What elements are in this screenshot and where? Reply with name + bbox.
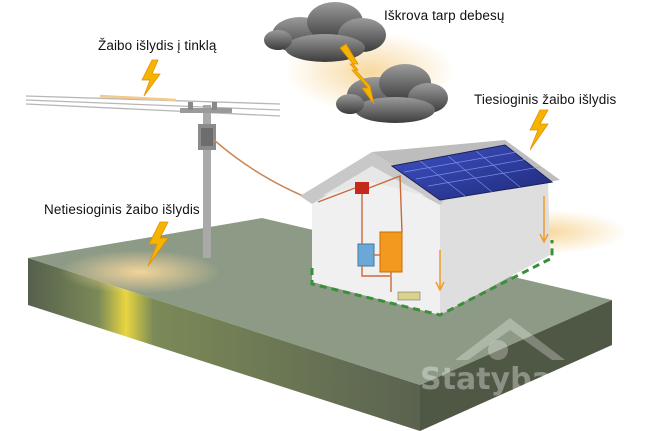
solar-panel-icon <box>390 144 554 201</box>
indirect-strike-glow <box>60 250 220 294</box>
cloud-icon <box>264 2 386 62</box>
lightning-bolt-icon <box>147 221 169 267</box>
indirect-strike-label: Netiesioginis žaibo išlydis <box>44 202 200 217</box>
watermark-logo <box>455 318 565 360</box>
direct-strike-label: Tiesioginis žaibo išlydis <box>474 92 617 107</box>
watermark-text: Statybas <box>420 362 570 397</box>
lightning-bolt-icon <box>529 109 549 151</box>
grounding-terminal <box>397 291 421 301</box>
lightning-bolt-icon <box>339 43 375 105</box>
cloud-discharge-label: Iškrova tarp debesų <box>384 8 505 23</box>
cloud-icon <box>336 64 448 123</box>
meter <box>357 243 375 267</box>
lightning-bolt-icon <box>141 59 161 97</box>
inverter <box>379 231 403 273</box>
junction-box <box>355 182 369 194</box>
power-lines <box>25 94 281 117</box>
internal-wiring <box>317 174 403 292</box>
service-cable <box>213 139 319 203</box>
ground-wire <box>310 240 554 317</box>
down-conductor-arrows <box>435 196 549 292</box>
utility-pole-icon <box>180 102 232 258</box>
grid-strike-label: Žaibo išlydis į tinklą <box>98 38 217 53</box>
